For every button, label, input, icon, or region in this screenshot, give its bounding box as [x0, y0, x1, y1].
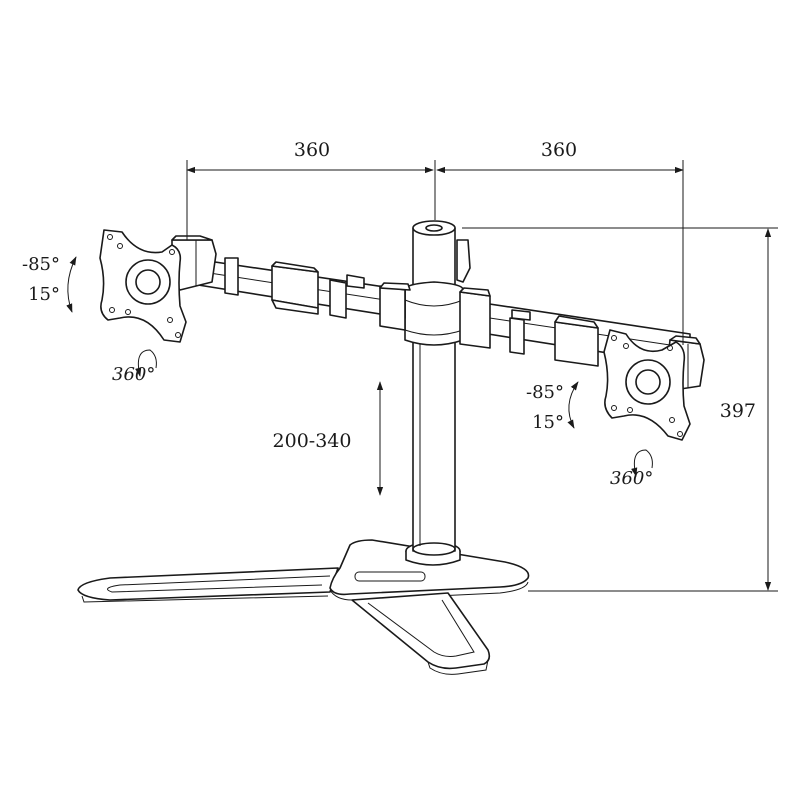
left-rotation-arrow	[135, 349, 157, 377]
right-tilt-arrow	[567, 381, 579, 429]
right-arm-reach-label: 360	[541, 139, 577, 161]
left-tilt-down-label: 15°	[28, 284, 60, 305]
dimension-lines	[186, 160, 778, 592]
height-adjust-label: 200-340	[273, 430, 352, 452]
stand-base	[77, 539, 530, 675]
right-rotation-arrow	[631, 449, 653, 477]
right-vesa-plate	[603, 329, 691, 441]
max-height-label: 397	[720, 400, 756, 422]
left-vesa-plate	[99, 229, 187, 343]
left-arm-reach-label: 360	[294, 139, 330, 161]
right-rotation-label: 360°	[610, 468, 653, 489]
left-arm	[171, 235, 411, 331]
left-tilt-up-label: -85°	[22, 254, 60, 275]
right-tilt-up-label: -85°	[526, 382, 564, 403]
left-rotation-label: 360°	[112, 364, 155, 385]
stand-pole	[404, 220, 471, 566]
right-tilt-down-label: 15°	[532, 412, 564, 433]
left-tilt-arrow	[66, 256, 77, 313]
